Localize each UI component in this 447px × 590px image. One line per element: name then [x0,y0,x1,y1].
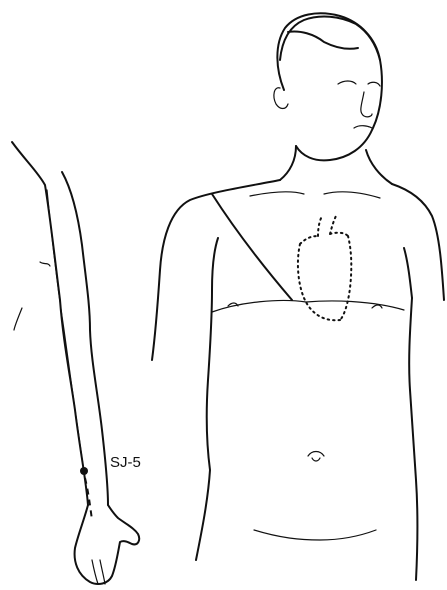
torso-right-side [409,298,417,580]
abdomen-line [254,530,376,540]
right-armpit [404,248,412,298]
torso-meridian-line [212,194,292,300]
neck-left [280,146,296,180]
arm-outer-contour [12,142,88,505]
torso-figure [152,13,444,580]
hand-fingers [92,560,105,584]
neck-right [366,150,392,184]
arm-shoulder-edge [14,262,50,330]
navel [308,452,324,462]
left-shoulder-arm [152,180,280,360]
head-contour [277,13,382,160]
nose [361,92,372,117]
right-shoulder-arm [392,184,444,300]
clavicle-left [250,192,304,196]
mouth [354,126,372,128]
sj-5-point-marker [80,467,88,475]
left-armpit [212,238,218,290]
hand-contour [75,505,140,584]
clavicle-right [324,192,380,198]
torso-left-side [196,290,212,560]
sj-5-point-label: SJ-5 [110,454,141,471]
eye-left [338,81,356,84]
ear [274,88,288,109]
eye-right [368,82,380,86]
arm-figure [12,142,139,584]
hair-contour [280,17,380,60]
arm-inner-contour [62,172,108,505]
heart-outline [298,216,351,320]
nipple-right [372,305,382,308]
